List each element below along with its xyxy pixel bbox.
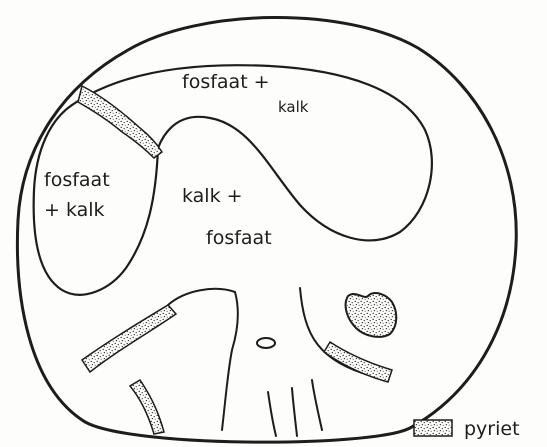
pyrite-vein-lower-branch bbox=[130, 380, 164, 434]
legend-label-pyrite: pyriet bbox=[464, 418, 520, 440]
small-inclusion bbox=[257, 338, 275, 348]
label-left-line2: + kalk bbox=[44, 199, 105, 221]
pyrite-vein-upper-left bbox=[78, 86, 162, 158]
lower-structure-line bbox=[312, 380, 322, 430]
pyrite-nodule bbox=[346, 293, 397, 337]
pyrite-vein-lower-left bbox=[82, 305, 176, 372]
label-upper-line1: fosfaat + bbox=[182, 71, 270, 93]
label-center-line2: fosfaat bbox=[206, 227, 272, 249]
legend-swatch-pyrite bbox=[414, 420, 452, 436]
pyrite-vein-lower-right bbox=[324, 342, 392, 382]
label-upper-line2: kalk bbox=[278, 98, 309, 116]
lower-structure-line bbox=[268, 392, 276, 436]
legend: pyriet bbox=[414, 418, 520, 440]
label-left-line1: fosfaat bbox=[44, 169, 110, 191]
label-center-line1: kalk + bbox=[182, 185, 243, 207]
lower-structure-line bbox=[292, 388, 297, 436]
lower-structure-line bbox=[168, 289, 238, 430]
